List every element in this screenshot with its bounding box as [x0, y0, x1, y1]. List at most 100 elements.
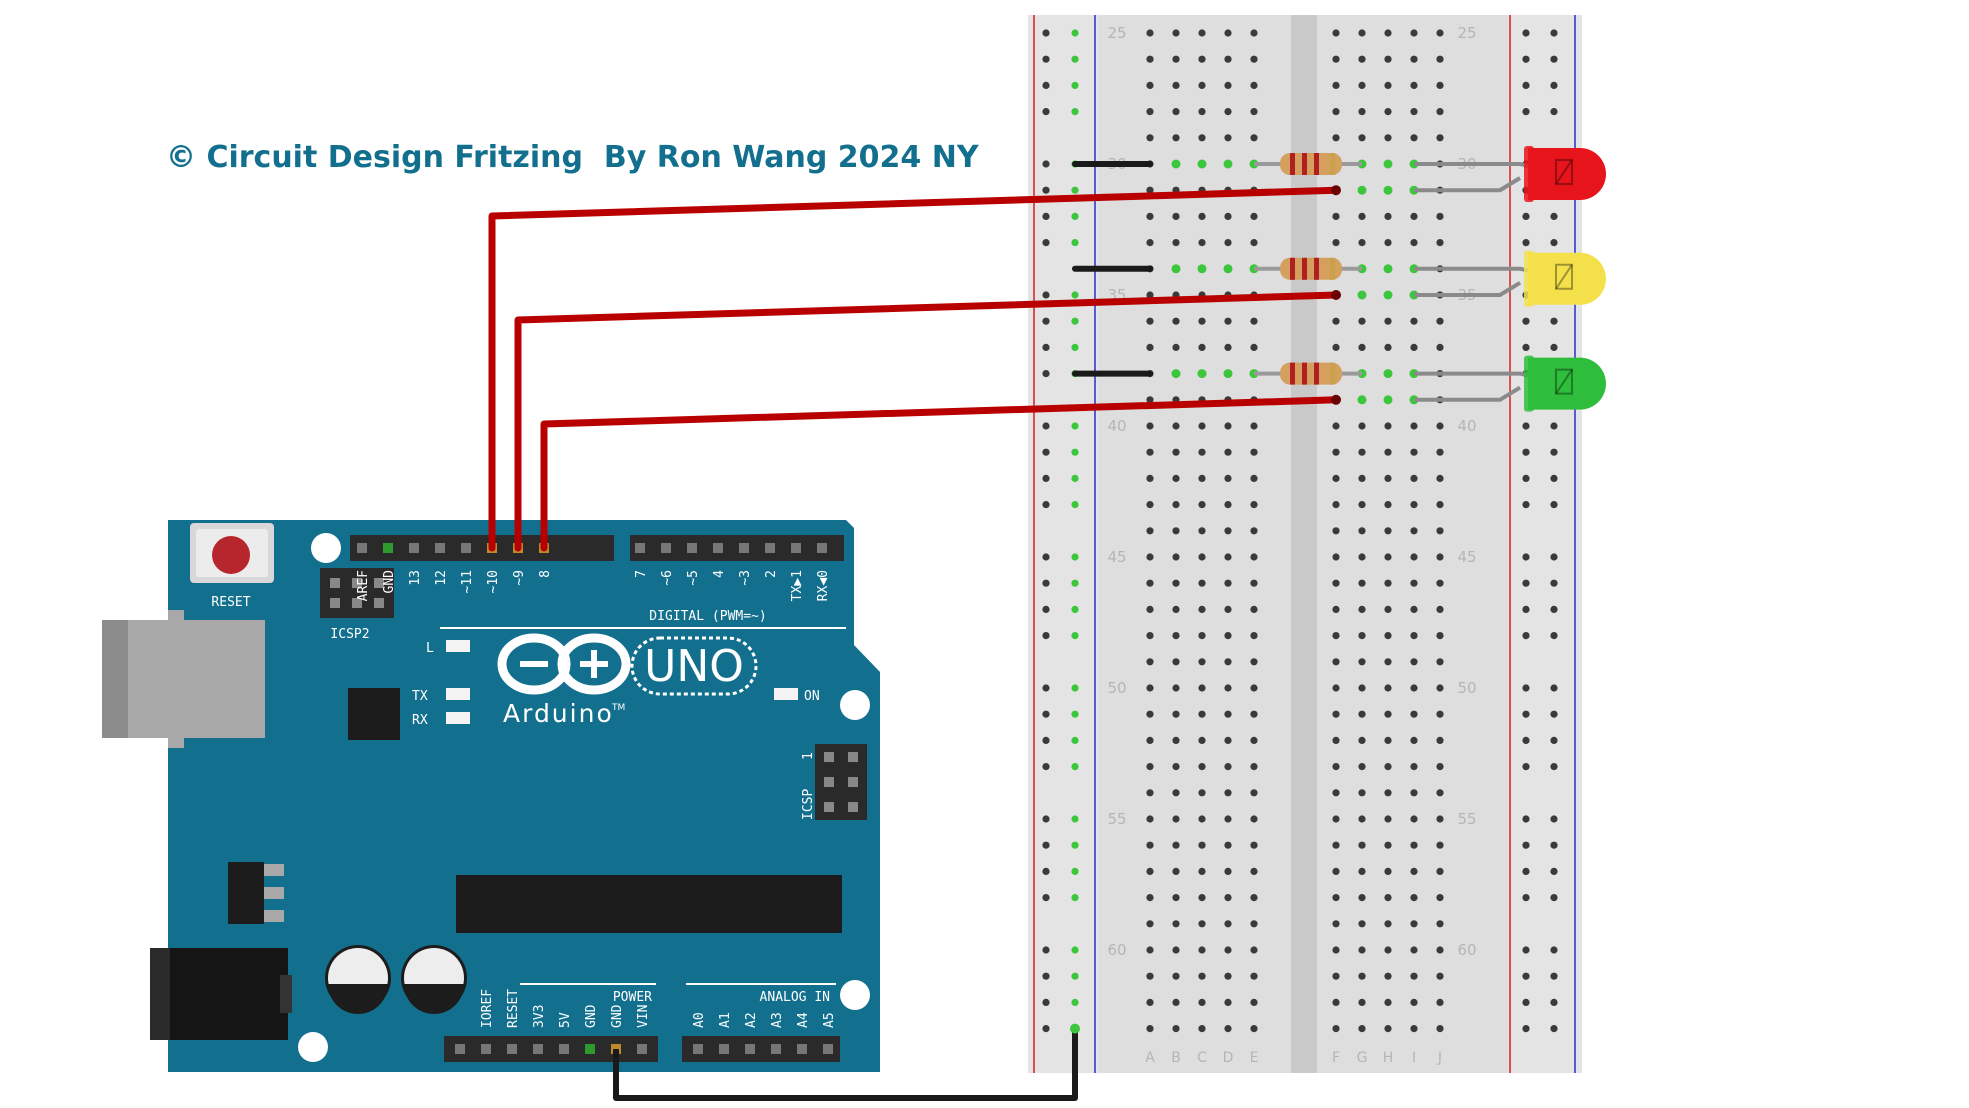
rail-hole: [1550, 736, 1558, 745]
breadboard-hole: [1224, 317, 1232, 325]
breadboard-hole: [1384, 239, 1392, 247]
rail-hole: [1522, 239, 1530, 247]
rail-hole: [1550, 632, 1558, 640]
rail-hole: [1522, 422, 1530, 430]
breadboard-hole: [1332, 81, 1340, 89]
rail-hole: [1522, 841, 1530, 849]
breadboard-hole: [1436, 55, 1444, 63]
breadboard-hole: [1384, 894, 1392, 902]
breadboard-hole: [1436, 710, 1444, 718]
breadboard-hole: [1224, 710, 1232, 718]
arduino-trademark: TM: [611, 703, 625, 713]
breadboard-hole: [1172, 317, 1180, 325]
rail-hole: [1042, 343, 1050, 351]
digital-pin-label: ~5: [686, 570, 701, 586]
row-number-left: 25: [1107, 24, 1126, 42]
resistor-band: [1314, 257, 1319, 280]
breadboard-hole: [1436, 789, 1444, 797]
voltage-regulator: [228, 862, 284, 924]
breadboard-hole: [1332, 422, 1340, 430]
resistor-band: [1330, 362, 1335, 385]
breadboard-hole: [1198, 658, 1206, 666]
breadboard-hole: [1250, 343, 1258, 351]
rail-hole: [1071, 579, 1079, 587]
rail-hole: [1042, 736, 1050, 745]
rail-hole: [1550, 343, 1558, 351]
breadboard-hole: [1146, 815, 1154, 823]
rail-hole: [1042, 370, 1050, 378]
breadboard-hole: [1250, 789, 1258, 797]
breadboard-hole: [1172, 632, 1180, 640]
reset-button[interactable]: [190, 523, 274, 583]
breadboard-hole: [1436, 736, 1444, 745]
breadboard-hole: [1146, 553, 1154, 561]
breadboard-hole: [1384, 1025, 1392, 1033]
rail-hole: [1550, 212, 1558, 220]
breadboard-hole: [1198, 501, 1206, 509]
resistor: [1280, 257, 1342, 280]
rail-hole: [1522, 605, 1530, 614]
breadboard-hole: [1436, 658, 1444, 666]
breadboard-hole: [1146, 658, 1154, 666]
rail-hole: [1550, 553, 1558, 561]
breadboard-hole: [1250, 946, 1258, 954]
breadboard-hole: [1384, 605, 1392, 614]
rail-hole: [1522, 474, 1530, 482]
breadboard-hole: [1410, 29, 1418, 37]
breadboard-hole: [1172, 55, 1180, 63]
resistor-band: [1290, 362, 1295, 385]
breadboard-hole: [1436, 317, 1444, 325]
breadboard-hole: [1384, 658, 1392, 666]
rail-hole: [1550, 108, 1558, 116]
bottom-pin-sockets: [455, 1044, 833, 1054]
rail-hole: [1550, 474, 1558, 482]
rail-hole: [1042, 212, 1050, 220]
breadboard-hole: [1410, 763, 1418, 771]
breadboard-hole: [1146, 239, 1154, 247]
breadboard-hole: [1384, 972, 1392, 980]
breadboard-hole: [1146, 632, 1154, 640]
column-letter: H: [1383, 1050, 1394, 1066]
wire-endpoint: [1070, 1023, 1080, 1034]
breadboard-hole: [1146, 501, 1154, 509]
breadboard-hole: [1358, 474, 1366, 482]
arduino-pcb: [168, 520, 880, 1072]
breadboard-hole: [1384, 736, 1392, 745]
rail-hole: [1071, 867, 1079, 876]
breadboard-hole: [1332, 841, 1340, 849]
rail-hole: [1550, 815, 1558, 823]
row-number-right: 60: [1457, 941, 1476, 959]
breadboard-hole: [1224, 632, 1232, 640]
breadboard-hole: [1410, 239, 1418, 247]
breadboard-hole: [1198, 815, 1206, 823]
breadboard-hole: [1410, 579, 1418, 587]
digital-pin-label: ~9: [512, 570, 527, 586]
breadboard-hole: [1384, 527, 1392, 535]
dc-power-jack: [150, 948, 292, 1040]
rail-hole: [1550, 81, 1558, 89]
breadboard-hole: [1172, 553, 1180, 561]
breadboard-hole: [1146, 55, 1154, 63]
breadboard-hole: [1332, 29, 1340, 37]
icsp-pin1-label: 1: [801, 752, 816, 760]
breadboard-hole: [1410, 134, 1418, 142]
power-pin-socket: [585, 1044, 595, 1054]
row-number-left: 60: [1107, 941, 1126, 959]
breadboard-hole: [1384, 212, 1392, 220]
breadboard-hole: [1146, 867, 1154, 876]
breadboard-hole: [1332, 134, 1340, 142]
rail-hole: [1522, 579, 1530, 587]
breadboard-hole: [1436, 29, 1444, 37]
breadboard-hole: [1436, 1025, 1444, 1033]
breadboard-hole: [1224, 736, 1232, 745]
breadboard-hole: [1224, 579, 1232, 587]
breadboard-hole: [1223, 159, 1233, 169]
breadboard-hole: [1250, 763, 1258, 771]
breadboard-hole: [1358, 736, 1366, 745]
breadboard-hole: [1358, 553, 1366, 561]
rail-hole: [1071, 343, 1079, 351]
breadboard-hole: [1436, 867, 1444, 876]
breadboard-hole: [1172, 658, 1180, 666]
breadboard-hole: [1410, 501, 1418, 509]
